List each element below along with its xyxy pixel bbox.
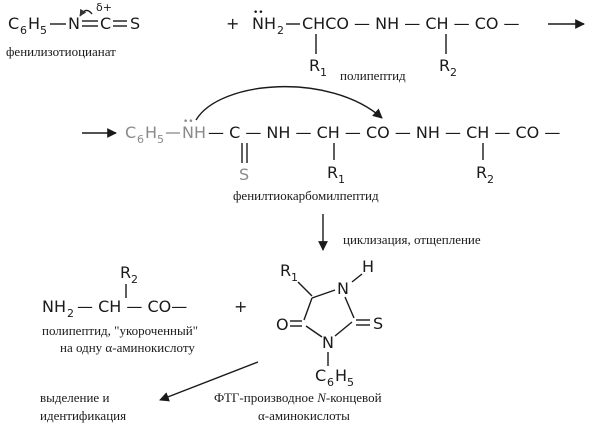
ring-bond [334,321,353,337]
r1: R [309,56,320,75]
int-c: C [125,123,136,142]
identification-arrow [159,361,259,402]
short-nh2: NH [42,297,66,316]
pth-caption-prefix: ФТГ-производное [214,390,317,405]
ring-r1-sub: 1 [291,271,298,284]
phenylthiocarbamoyl-peptide: C 6 H 5 •• NH — C — NH — CH — CO — NH — … [125,86,560,203]
short-r2-sub: 2 [131,273,138,286]
ring-bond [303,297,313,321]
ring-o: O [276,315,289,334]
int-h-sub: 5 [157,133,164,146]
identification-line2: идентификация [40,408,126,423]
short-nh2-sub: 2 [67,307,74,320]
polypeptide-nh-sub: 2 [277,24,284,37]
bond [297,281,313,297]
int-r2-sub: 2 [487,173,494,186]
plus-sign-2: + [234,297,247,316]
pth-caption-line2: α-аминокислоты [258,408,350,423]
reagent-h-sub: 5 [40,24,47,37]
pth-amino-acid-ring: R 1 N H O S N C 6 H 5 [276,257,383,389]
reagent-c2: C [100,14,111,33]
nucleophilic-attack-arrow [195,86,383,121]
phenyl-isothiocyanate: C 6 H 5 N C S δ+ фенилизотиоцианат [6,1,140,59]
bond [351,273,363,283]
int-h: H [145,123,157,142]
lone-pair-dots: •• [253,8,264,18]
int-nh: NH [182,123,206,142]
int-chain: — C — NH — CH — CO — NH — CH — CO — [208,123,560,142]
r1-sub: 1 [320,66,327,79]
reagent-s: S [130,14,140,33]
ring-bond [311,289,336,299]
electron-shift-arrow [79,8,93,17]
int-r1: R [327,163,338,182]
lone-pair-dots: •• [183,117,194,127]
reagent-h: H [28,14,40,33]
ring-h-top: H [362,257,374,276]
ring-n-bottom: N [322,333,334,352]
step-label: циклизация, отщепление [343,232,481,247]
ring-bond [344,296,355,319]
int-c-sub: 6 [137,133,144,146]
polypeptide: •• NH 2 CHCO — NH — CH — CO — R 1 R 2 по… [252,8,520,83]
pth-caption-n: N [316,390,327,405]
pth-caption-suffix: -концевой [326,390,382,405]
ring-bond [305,325,323,338]
short-caption-line2: на одну α-аминокислоту [60,340,195,355]
polypeptide-chain: CHCO — NH — CH — CO — [302,14,520,33]
identification-line1: выделение и [40,390,109,405]
partial-charge-positive: δ+ [96,1,112,14]
reagent-c: C [8,14,19,33]
reagent-name: фенилизотиоцианат [6,44,116,59]
pth-caption-line1: ФТГ-производное N-концевой [214,390,382,405]
ring-c-sub: 6 [327,376,334,389]
int-r2: R [476,163,487,182]
ring-r1: R [280,261,291,280]
ring-c: C [315,366,326,385]
plus-sign: + [226,14,239,33]
short-caption-line1: полипептид, "укороченный" [42,323,198,338]
polypeptide-name: полипептид [340,68,406,83]
shortened-polypeptide: R 2 NH 2 — CH — CO— полипептид, "укороче… [42,263,198,355]
polypeptide-nh: NH [252,14,276,33]
int-r1-sub: 1 [338,173,345,186]
short-r2: R [120,263,131,282]
r2: R [439,56,450,75]
short-chain: — CH — CO— [77,297,187,316]
int-s: S [239,165,249,184]
ring-h-sub: 5 [347,376,354,389]
intermediate-name: фенилтиокарбомилпептид [233,188,379,203]
r2-sub: 2 [450,66,457,79]
ring-h: H [335,366,347,385]
ring-s: S [373,314,383,333]
reagent-c-sub: 6 [20,24,27,37]
reagent-n: N [68,14,80,33]
ring-n-top: N [337,279,349,298]
